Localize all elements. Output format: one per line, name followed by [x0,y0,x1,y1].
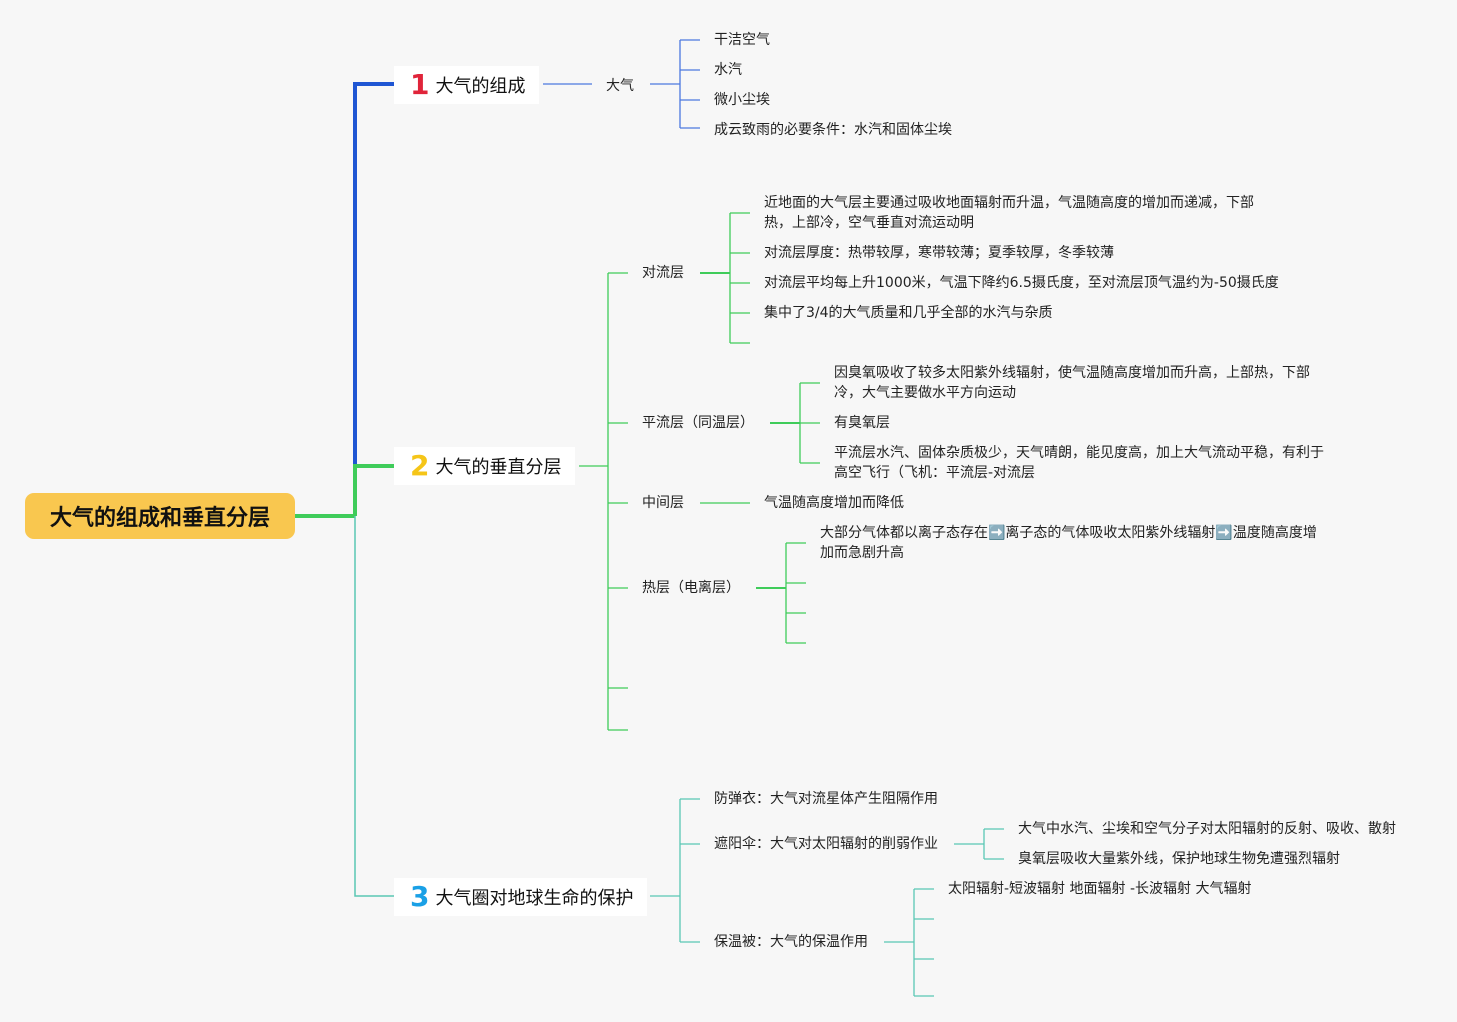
list-item[interactable]: 成云致雨的必要条件：水汽和固体尘埃 [714,120,952,140]
topic-bulletproof[interactable]: 防弹衣：大气对流星体产生阻隔作用 [714,789,938,809]
list-item[interactable]: 干洁空气 [714,30,770,50]
list-item[interactable]: 水汽 [714,60,742,80]
topic-insulation-quilt[interactable]: 保温被：大气的保温作用 [714,932,868,952]
topic-atmosphere[interactable]: 大气 [600,76,640,96]
topic-stratosphere[interactable]: 平流层（同温层） [636,413,760,433]
list-item[interactable]: 气温随高度增加而降低 [764,493,904,513]
branch-number: 1 [410,68,430,101]
branch-life-protection[interactable]: 3 大气圈对地球生命的保护 [394,878,648,916]
list-item[interactable]: 微小尘埃 [714,90,770,110]
list-item[interactable]: 近地面的大气层主要通过吸收地面辐射而升温，气温随高度的增加而递减，下部热，上部冷… [764,193,1260,233]
topic-thermosphere[interactable]: 热层（电离层） [636,578,746,598]
branch-title: 大气的垂直分层 [435,457,562,478]
list-item[interactable]: 平流层水汽、固体杂质极少，天气晴朗，能见度高，加上大气流动平稳，有利于高空飞行（… [834,443,1330,483]
list-item[interactable]: 因臭氧吸收了较多太阳紫外线辐射，使气温随高度增加而升高，上部热，下部冷，大气主要… [834,363,1316,403]
list-item[interactable]: 对流层厚度：热带较厚，寒带较薄；夏季较厚，冬季较薄 [764,243,1114,263]
topic-parasol[interactable]: 遮阳伞：大气对太阳辐射的削弱作业 [714,834,938,854]
list-item[interactable]: 臭氧层吸收大量紫外线，保护地球生物免遭强烈辐射 [1018,849,1340,869]
list-item[interactable]: 对流层平均每上升1000米，气温下降约6.5摄氏度，至对流层顶气温约为-50摄氏… [764,273,1279,293]
list-item[interactable]: 有臭氧层 [834,413,890,433]
list-item[interactable]: 大部分气体都以离子态存在➡️离子态的气体吸收太阳紫外线辐射➡️温度随高度增加而急… [820,523,1320,563]
list-item[interactable]: 大气中水汽、尘埃和空气分子对太阳辐射的反射、吸收、散射 [1018,819,1396,839]
branch-title: 大气的组成 [435,76,526,97]
topic-mesosphere[interactable]: 中间层 [636,493,690,513]
branch-title: 大气圈对地球生命的保护 [435,888,634,909]
branch-number: 3 [410,880,430,913]
root-topic[interactable]: 大气的组成和垂直分层 [25,493,295,539]
list-item[interactable]: 太阳辐射-短波辐射 地面辐射 -长波辐射 大气辐射 [948,879,1252,899]
list-item[interactable]: 集中了3/4的大气质量和几乎全部的水汽与杂质 [764,303,1053,323]
branch-vertical-layers[interactable]: 2 大气的垂直分层 [394,447,576,485]
branch-atmosphere-composition[interactable]: 1 大气的组成 [394,66,540,104]
topic-troposphere[interactable]: 对流层 [636,263,690,283]
branch-number: 2 [410,449,430,482]
